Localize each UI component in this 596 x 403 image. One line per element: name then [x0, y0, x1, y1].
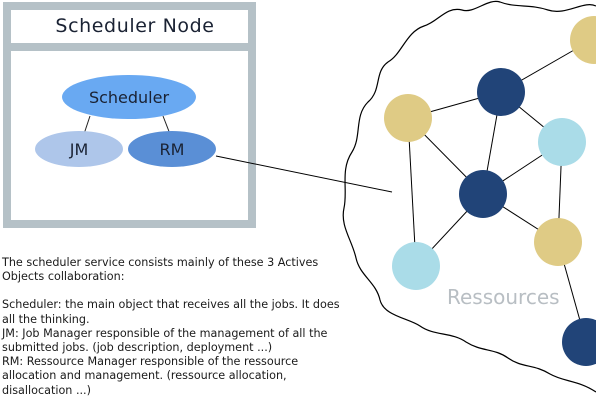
description-item-rm: RM: Ressource Manager responsible of the…: [2, 355, 299, 397]
resource-node-gold: [534, 218, 582, 266]
link-scheduler-jm: [83, 115, 91, 135]
resource-node-navy: [477, 68, 525, 116]
resource-node-light-blue: [392, 242, 440, 290]
description-text: The scheduler service consists mainly of…: [2, 256, 340, 398]
rm-label: RM: [160, 140, 185, 159]
resources-label: Ressources: [447, 285, 560, 309]
scheduler-ellipse: [62, 75, 196, 119]
jm-label: JM: [69, 140, 89, 159]
scheduler-node-title: Scheduler Node: [55, 15, 214, 37]
resource-node-gold: [384, 94, 432, 142]
edge-a-f: [407, 117, 417, 267]
resource-node-light-blue: [538, 118, 586, 166]
description-item-jm: JM: Job Manager responsible of the manag…: [2, 326, 328, 355]
link-scheduler-rm: [162, 115, 171, 135]
rm-ellipse: [128, 131, 216, 167]
description-spacer: [2, 284, 340, 298]
scheduler-label: Scheduler: [89, 88, 170, 107]
link-rm-resources: [215, 155, 393, 193]
resource-node-navy: [459, 170, 507, 218]
resources-cloud-outline: [342, 0, 596, 393]
description-intro: The scheduler service consists mainly of…: [2, 256, 319, 284]
resource-node-navy: [562, 318, 596, 366]
resource-node-gold: [570, 16, 596, 64]
description-item-scheduler: Scheduler: the main object that receives…: [2, 298, 340, 326]
jm-ellipse: [35, 131, 123, 167]
